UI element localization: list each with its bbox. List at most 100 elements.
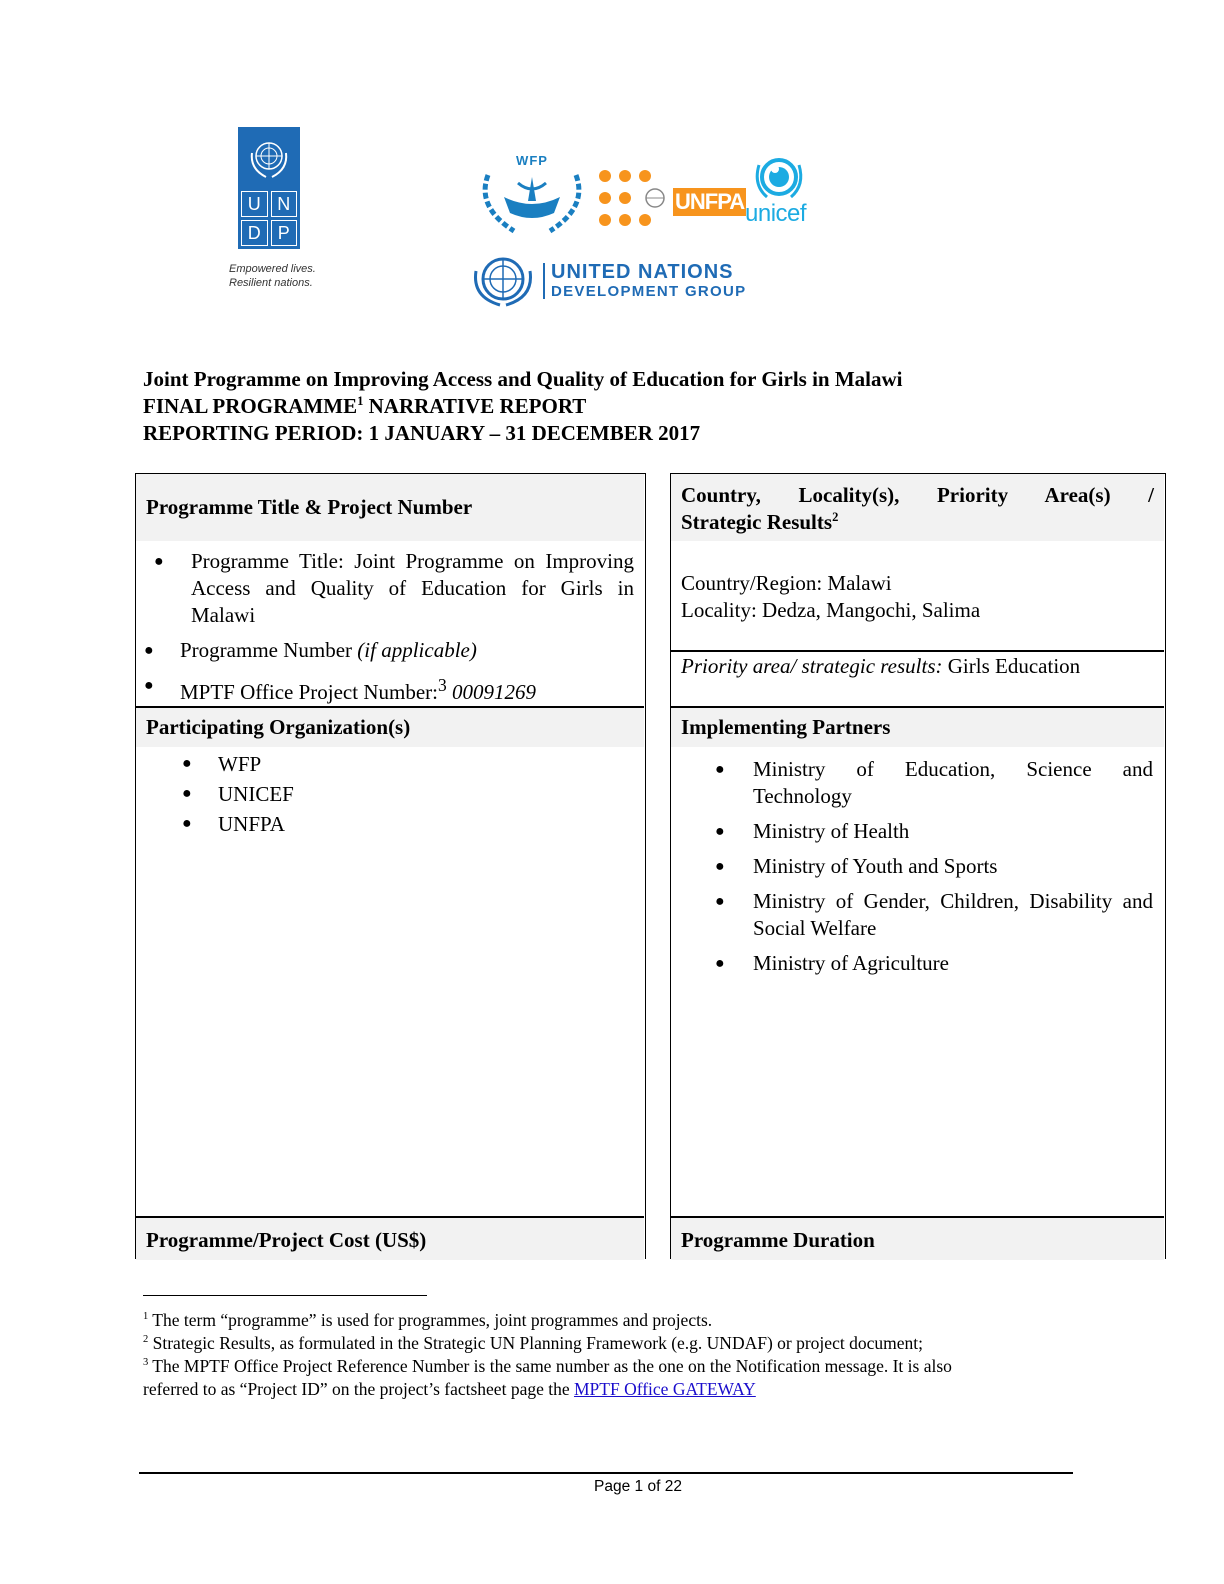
wfp-logo: WFP	[474, 153, 590, 235]
undp-tagline: Empowered lives. Resilient nations.	[229, 262, 316, 290]
undp-letter: P	[270, 220, 297, 246]
org-name: UNICEF	[218, 782, 294, 806]
participating-orgs-header-text: Participating Organization(s)	[146, 715, 411, 739]
left-info-table: Programme Title & Project Number ● Progr…	[135, 473, 646, 1260]
bullet-icon: ●	[715, 893, 725, 910]
undp-letter: D	[241, 220, 268, 246]
undg-logo-line2: DEVELOPMENT GROUP	[551, 283, 747, 300]
bullet-icon: ●	[182, 755, 192, 772]
footnote-ref[interactable]: 2	[832, 510, 839, 524]
undp-tagline-line1: Empowered lives.	[229, 263, 316, 275]
report-subtitle: FINAL PROGRAMME1 NARRATIVE REPORT	[143, 393, 903, 420]
programme-duration-header-text: Programme Duration	[681, 1228, 875, 1252]
un-emblem-icon	[474, 257, 532, 307]
priority-area-value: Girls Education	[942, 654, 1081, 678]
participating-orgs-header: Participating Organization(s)	[136, 708, 644, 747]
bullet-icon: ●	[154, 553, 164, 570]
bullet-icon: ●	[715, 858, 725, 875]
list-item: ● Programme Number (if applicable)	[136, 637, 644, 664]
list-item: ● WFP	[136, 749, 294, 779]
country-region-text: Country/Region: Malawi	[681, 571, 892, 595]
programme-duration-header: Programme Duration	[671, 1218, 1164, 1260]
report-subtitle-text: NARRATIVE REPORT	[363, 394, 587, 418]
undg-logo-line1: UNITED NATIONS	[551, 261, 734, 283]
bullet-icon: ●	[182, 815, 192, 832]
footnote-number: 2	[143, 1334, 149, 1346]
list-item: ● Ministry of Health	[671, 818, 1164, 845]
right-info-table: Country, Locality(s), Priority Area(s) /…	[670, 473, 1166, 1260]
partner-name: Ministry of Youth and Sports	[753, 854, 998, 878]
list-item: ● Ministry of Gender, Children, Disabilit…	[671, 888, 1164, 942]
footer-rule	[139, 1472, 1073, 1474]
unicef-emblem-icon	[755, 158, 803, 199]
bullet-icon: ●	[715, 823, 725, 840]
mptf-gateway-link[interactable]: MPTF Office GATEWAY	[573, 1379, 756, 1399]
footnote-separator	[143, 1295, 427, 1296]
undg-logo: UNITED NATIONS DEVELOPMENT GROUP	[470, 255, 770, 307]
org-name: WFP	[218, 752, 262, 776]
wfp-emblem-icon	[482, 174, 582, 234]
footnote-number: 1	[143, 1311, 149, 1323]
bullet-icon: ●	[715, 761, 725, 778]
bullet-icon: ●	[715, 955, 725, 972]
undp-letter: U	[241, 191, 268, 217]
report-subtitle-text: FINAL PROGRAMME	[143, 394, 358, 418]
country-locality-cell: Country/Region: Malawi Locality: Dedza, …	[681, 570, 980, 624]
reporting-period: REPORTING PERIOD: 1 JANUARY – 31 DECEMBE…	[143, 421, 701, 445]
unfpa-logo-text: UNFPA	[673, 188, 747, 216]
participating-orgs-list: ● WFP ● UNICEF ● UNFPA	[136, 749, 294, 839]
country-locality-header-text: Country, Locality(s), Priority Area(s) /	[681, 483, 1154, 507]
page-number: Page 1 of 22	[594, 1478, 682, 1495]
unfpa-logo: UNFPA	[597, 168, 747, 230]
partner-name: Ministry of Health	[753, 819, 910, 843]
un-emblem-icon	[250, 142, 288, 178]
programme-title-cell: ● Programme Title: Joint Programme on Im…	[136, 548, 644, 706]
footnote-2: 2 Strategic Results, as formulated in th…	[143, 1332, 923, 1355]
bullet-icon: ●	[182, 785, 192, 802]
mptf-number-value: 00091269	[446, 680, 536, 704]
footnote-3: 3 The MPTF Office Project Reference Numb…	[143, 1355, 952, 1401]
undp-logo: U N D P	[238, 127, 302, 249]
list-item: ● Programme Title: Joint Programme on Im…	[136, 548, 644, 629]
bullet-icon: ●	[144, 677, 154, 694]
unicef-logo-text: unicef	[745, 200, 807, 227]
footnote-text: The MPTF Office Project Reference Number…	[148, 1356, 952, 1376]
programme-title-header-text: Programme Title & Project Number	[146, 495, 473, 519]
programme-title-header: Programme Title & Project Number	[136, 474, 644, 541]
country-locality-header: Country, Locality(s), Priority Area(s) /…	[671, 474, 1164, 541]
footnote-ref[interactable]: 3	[438, 675, 447, 695]
programme-title-text: Programme Title: Joint Programme on Impr…	[191, 549, 634, 627]
undp-tagline-line2: Resilient nations.	[229, 277, 313, 289]
footnote-1: 1 The term “programme” is used for progr…	[143, 1309, 712, 1332]
implementing-partners-header-text: Implementing Partners	[681, 715, 891, 739]
partner-name: Ministry of Education, Science and Techn…	[753, 757, 1153, 808]
footnote-text: The term “programme” is used for program…	[148, 1310, 713, 1330]
list-item: ● Ministry of Youth and Sports	[671, 853, 1164, 880]
footnote-text: Strategic Results, as formulated in the …	[148, 1333, 923, 1353]
strategic-results-text: Strategic Results	[681, 510, 833, 534]
footnote-text: referred to as “Project ID” on the proje…	[143, 1379, 574, 1399]
implementing-partners-list: ● Ministry of Education, Science and Tech…	[671, 756, 1164, 985]
programme-cost-header: Programme/Project Cost (US$)	[136, 1218, 644, 1260]
list-item: ● Ministry of Education, Science and Tech…	[671, 756, 1164, 810]
locality-text: Locality: Dedza, Mangochi, Salima	[681, 598, 981, 622]
unicef-logo: unicef	[745, 155, 815, 235]
list-item: ● Ministry of Agriculture	[671, 950, 1164, 977]
mptf-number-label: MPTF Office Project Number:	[180, 680, 438, 704]
programme-number-value: (if applicable)	[357, 638, 477, 662]
report-title: Joint Programme on Improving Access and …	[143, 367, 903, 391]
footnote-ref[interactable]: 1	[357, 394, 364, 408]
org-name: UNFPA	[218, 812, 285, 836]
programme-cost-header-text: Programme/Project Cost (US$)	[146, 1228, 427, 1252]
undp-letter: N	[270, 191, 297, 217]
partner-name: Ministry of Agriculture	[753, 951, 949, 975]
list-item: ● MPTF Office Project Number:3 00091269	[136, 672, 644, 706]
country-locality-header-text: Strategic Results2	[681, 509, 1154, 536]
footnote-number: 3	[143, 1357, 149, 1369]
wfp-logo-text: WFP	[516, 153, 548, 168]
implementing-partners-header: Implementing Partners	[671, 708, 1164, 747]
list-item: ● UNICEF	[136, 779, 294, 809]
list-item: ● UNFPA	[136, 809, 294, 839]
partner-name: Ministry of Gender, Children, Disability…	[753, 889, 1153, 940]
report-heading: Joint Programme on Improving Access and …	[143, 366, 903, 447]
